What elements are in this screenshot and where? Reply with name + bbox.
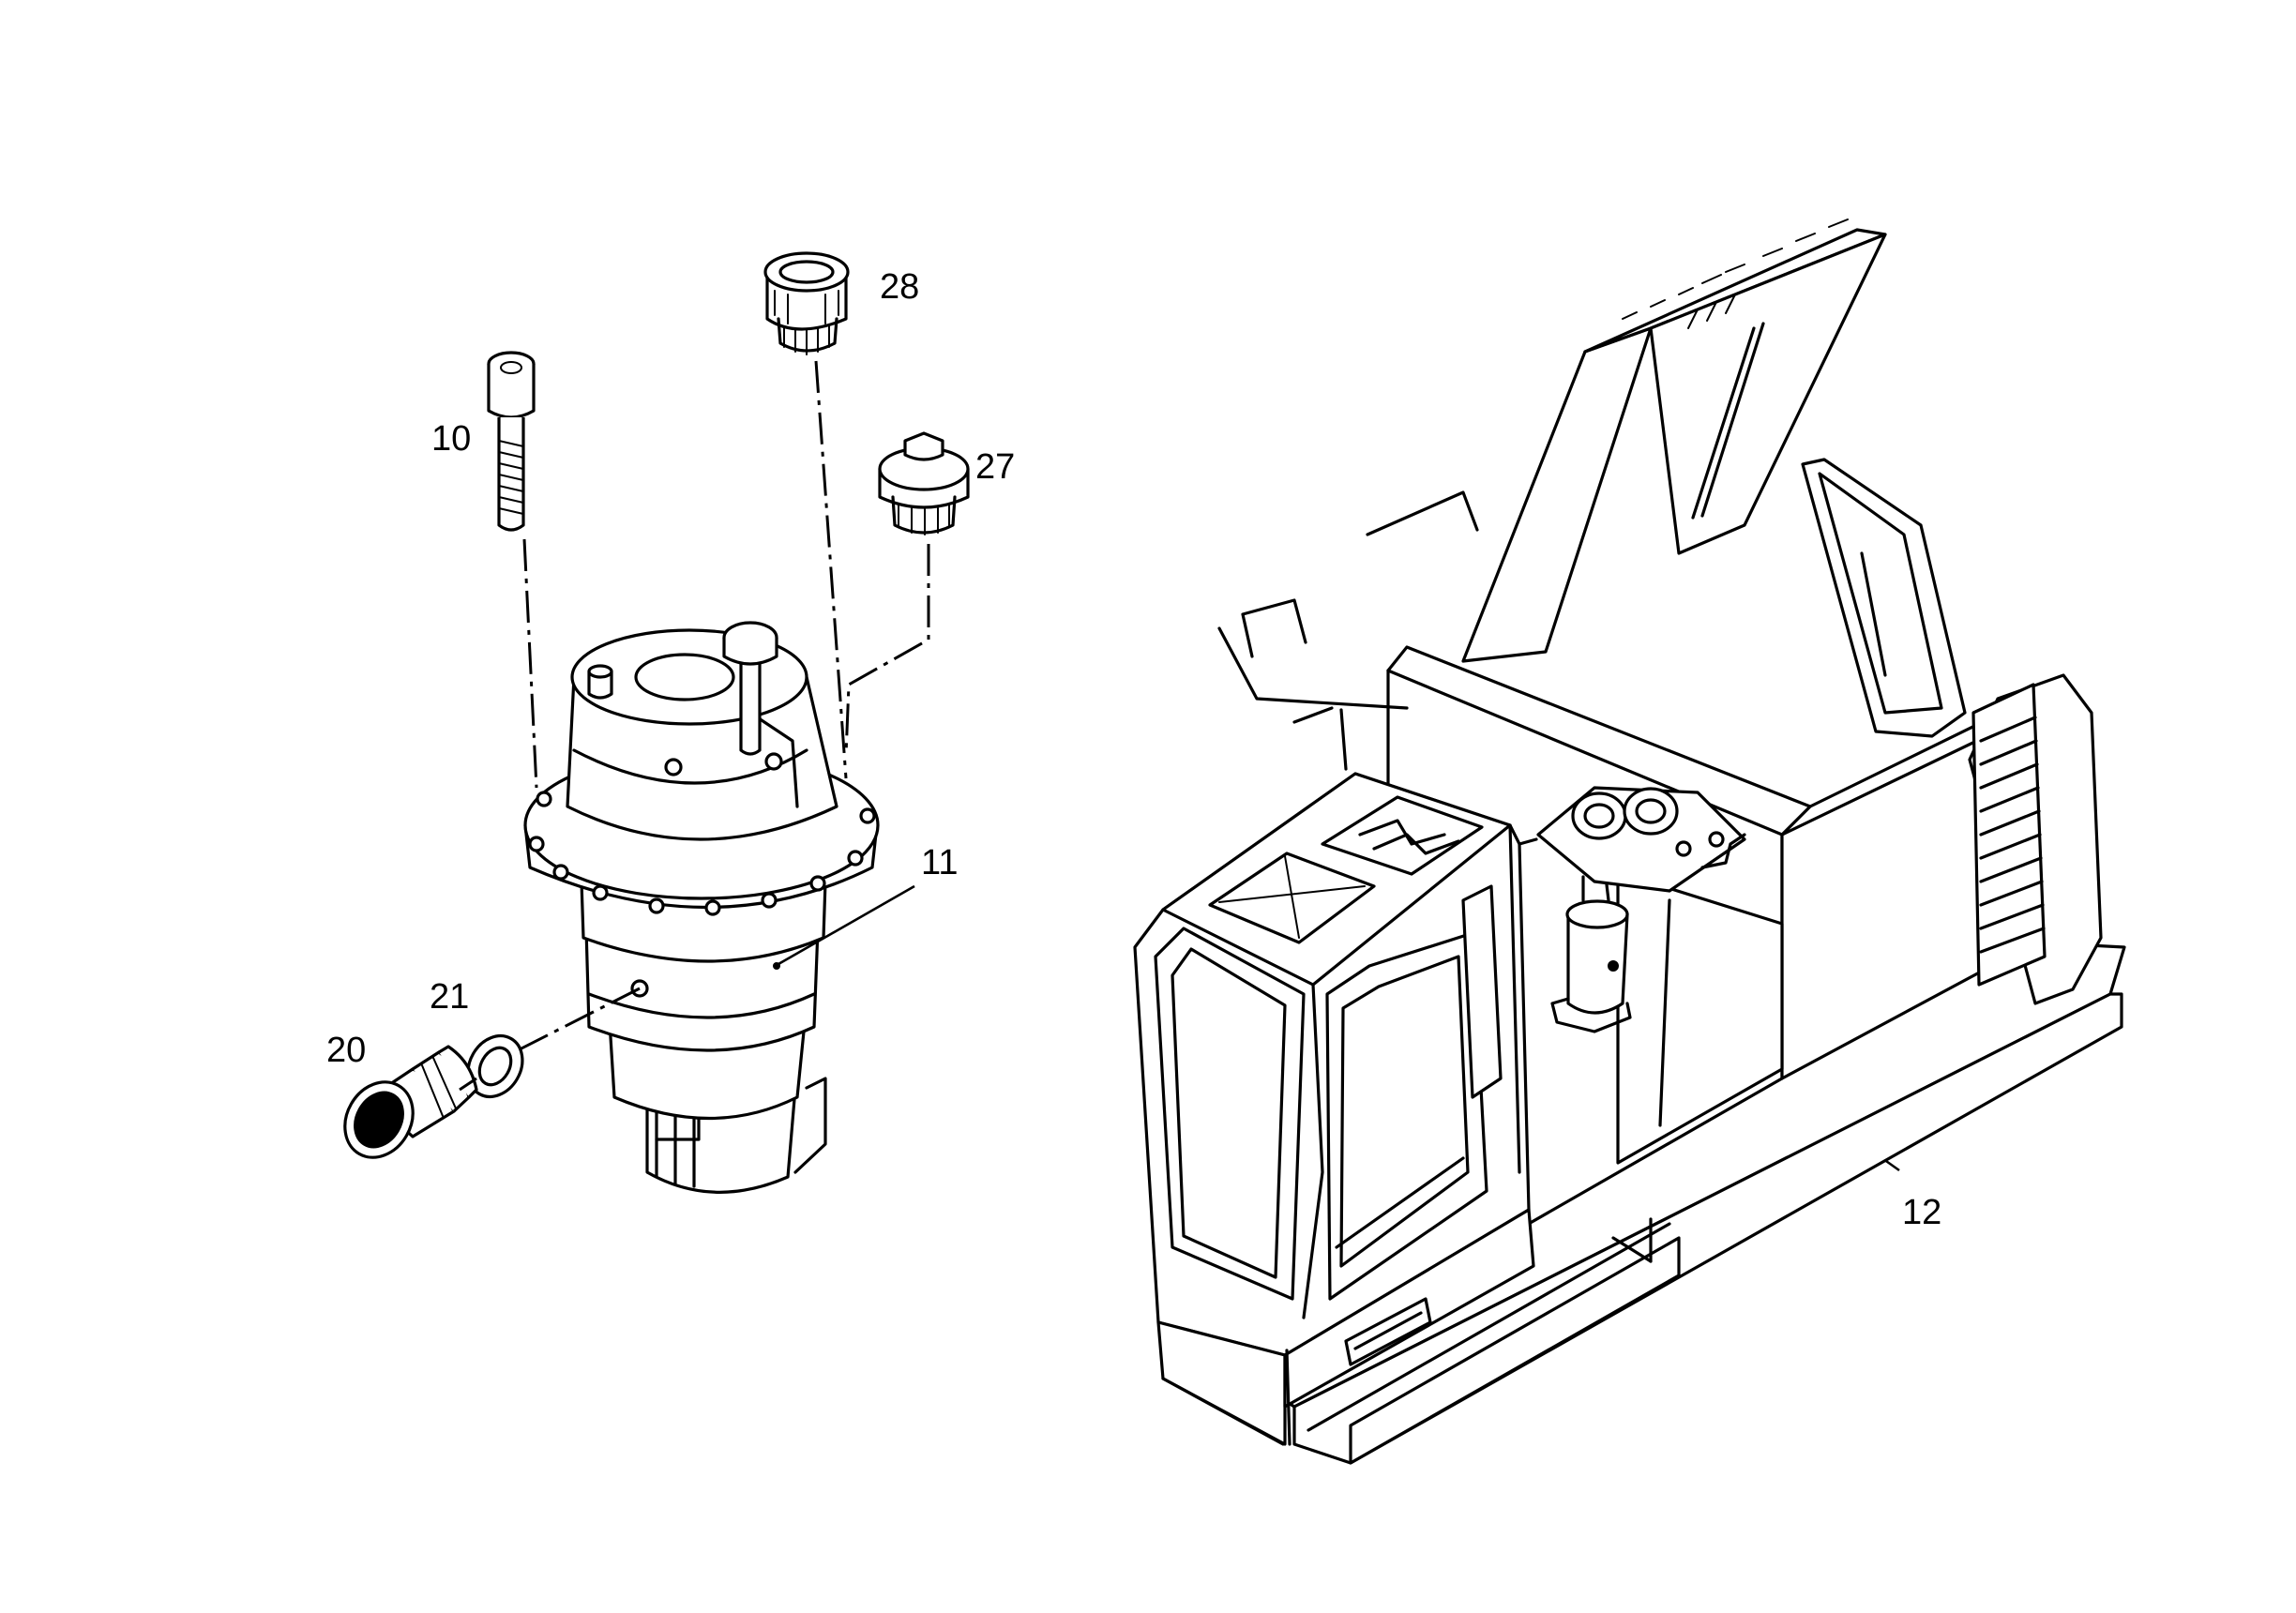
part-11-gearbox-housing bbox=[523, 621, 880, 1194]
part-10-screw bbox=[487, 351, 536, 532]
callout-27: 27 bbox=[975, 447, 1015, 487]
callout-12: 12 bbox=[1902, 1193, 1941, 1232]
assembly-center-lines bbox=[459, 360, 930, 1092]
part-28-plug bbox=[763, 251, 850, 355]
callout-20: 20 bbox=[326, 1031, 366, 1070]
excavator-upper-carriage bbox=[1133, 219, 2126, 1465]
part-21-seal-ring bbox=[466, 1034, 524, 1098]
callout-21: 21 bbox=[430, 977, 469, 1017]
part-27-plug bbox=[878, 431, 970, 535]
callout-11: 11 bbox=[921, 843, 958, 882]
part-12-swing-motor bbox=[1550, 875, 1632, 1033]
callout-28: 28 bbox=[880, 267, 919, 307]
leader-11 bbox=[778, 884, 915, 966]
callout-10: 10 bbox=[431, 419, 471, 459]
